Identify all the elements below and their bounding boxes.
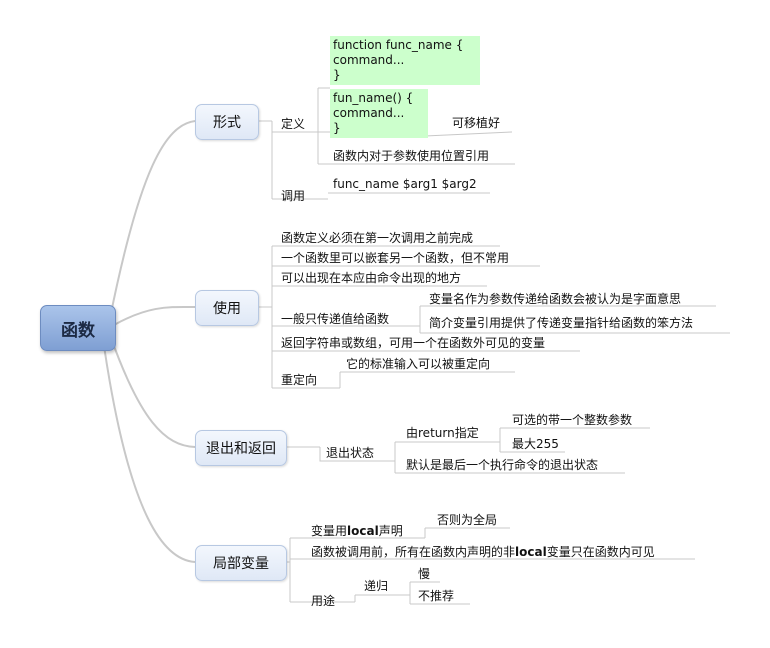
code-line: } — [333, 68, 341, 82]
note-positional-params[interactable]: 函数内对于参数使用位置引用 — [333, 149, 490, 163]
text: 变量用 — [311, 524, 348, 538]
note-slow[interactable]: 慢 — [418, 567, 431, 581]
text: 变量只在函数内可见 — [546, 545, 655, 559]
usage-item-nesting[interactable]: 一个函数里可以嵌套另一个函数，但不常用 — [281, 251, 510, 265]
text: 声明 — [378, 524, 403, 538]
code-block-function-keyword: function func_name { command... } — [330, 36, 480, 85]
branch-local-variables[interactable]: 局部变量 — [195, 545, 287, 581]
keyword-local: local — [347, 524, 379, 538]
code-block-parens-form: fun_name() { command... } — [330, 89, 428, 138]
code-line: fun_name() { — [333, 91, 414, 105]
node-recursion[interactable]: 递归 — [364, 579, 389, 593]
note-max-255[interactable]: 最大255 — [512, 437, 559, 451]
branch-form[interactable]: 形式 — [195, 104, 259, 140]
node-use[interactable]: 用途 — [311, 594, 336, 608]
node-define[interactable]: 定义 — [281, 117, 306, 131]
usage-item-pass-values[interactable]: 一般只传递值给函数 — [281, 312, 390, 326]
code-line: function func_name { — [333, 38, 464, 52]
branch-exit-return[interactable]: 退出和返回 — [195, 430, 287, 466]
node-exit-status[interactable]: 退出状态 — [326, 446, 375, 460]
note-not-recommended[interactable]: 不推荐 — [418, 589, 455, 603]
note-stdin-redirect[interactable]: 它的标准输入可以被重定向 — [346, 357, 491, 371]
usage-item-define-before-call[interactable]: 函数定义必须在第一次调用之前完成 — [281, 231, 474, 245]
text: 指定 — [454, 426, 479, 440]
code-line: command... — [333, 106, 405, 120]
text: 函数被调用前，所有在函数内声明的非 — [311, 545, 516, 559]
usage-item-placement[interactable]: 可以出现在本应由命令出现的地方 — [281, 271, 462, 285]
node-local-declaration[interactable]: 变量用local声明 — [311, 524, 403, 539]
call-example[interactable]: func_name $arg1 $arg2 — [333, 177, 477, 191]
code-line: command... — [333, 53, 405, 67]
note-optional-int-arg[interactable]: 可选的带一个整数参数 — [512, 413, 633, 427]
keyword-return: return — [418, 426, 455, 440]
usage-item-redirect[interactable]: 重定向 — [281, 373, 318, 387]
branch-usage[interactable]: 使用 — [195, 290, 259, 326]
usage-item-return-strings[interactable]: 返回字符串或数组，可用一个在函数外可见的变量 — [281, 336, 546, 350]
note-literal-names[interactable]: 变量名作为参数传递给函数会被认为是字面意思 — [429, 292, 682, 306]
note-indirect-reference[interactable]: 简介变量引用提供了传递变量指针给函数的笨方法 — [429, 316, 694, 330]
node-return-specified[interactable]: 由return指定 — [406, 426, 479, 441]
note-portable[interactable]: 可移植好 — [452, 116, 501, 130]
code-line: } — [333, 121, 341, 135]
keyword-local: local — [515, 545, 547, 559]
text: 由 — [406, 426, 419, 440]
node-call[interactable]: 调用 — [281, 189, 306, 203]
note-otherwise-global[interactable]: 否则为全局 — [437, 513, 498, 527]
node-local-scope[interactable]: 函数被调用前，所有在函数内声明的非local变量只在函数内可见 — [311, 545, 655, 560]
note-default-exit-status[interactable]: 默认是最后一个执行命令的退出状态 — [406, 458, 599, 472]
root-node-functions[interactable]: 函数 — [40, 305, 116, 351]
